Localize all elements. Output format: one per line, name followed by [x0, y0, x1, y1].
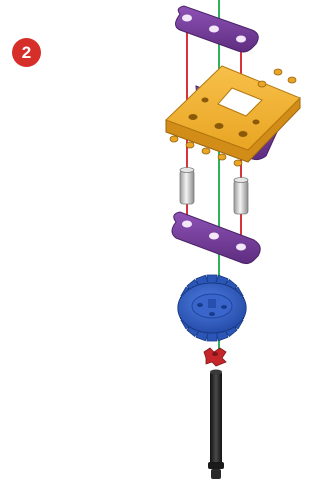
blue-gear [178, 275, 246, 341]
grey-spacer-right [234, 178, 248, 215]
grey-spacer-left [180, 168, 194, 205]
red-connector [204, 348, 226, 366]
purple-beam-bottom [172, 212, 260, 264]
black-axle [208, 370, 224, 480]
